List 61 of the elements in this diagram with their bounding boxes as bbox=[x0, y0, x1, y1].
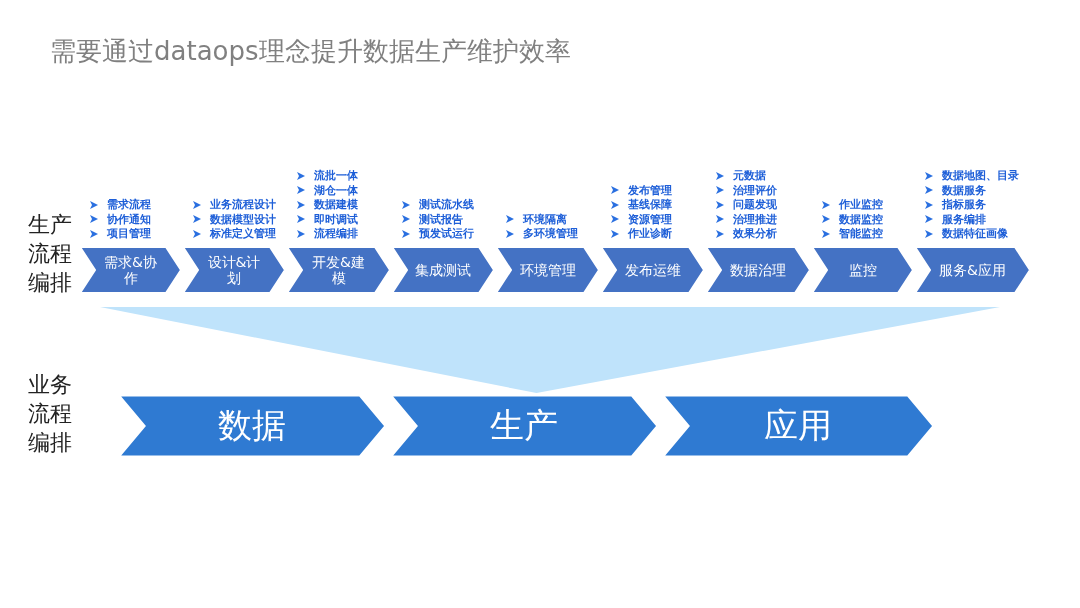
chevron-step bbox=[118, 395, 386, 457]
step-label: 集成测试 bbox=[414, 261, 472, 279]
step-label: 环境管理 bbox=[518, 261, 577, 279]
step-label: 监控 bbox=[847, 261, 878, 279]
bullet-text: 数据服务 bbox=[942, 182, 986, 198]
step-label: 需求&协作 bbox=[103, 253, 158, 287]
chevron-step bbox=[80, 247, 181, 293]
bullet-text: 治理评价 bbox=[733, 182, 777, 198]
bullet-text: 预发试运行 bbox=[419, 226, 474, 242]
bullet-text: 数据建模 bbox=[314, 197, 358, 213]
chevron-step bbox=[390, 395, 658, 457]
bullet-text: 作业诊断 bbox=[628, 226, 672, 242]
bullet-text: 作业监控 bbox=[839, 197, 883, 213]
bullet-text: 指标服务 bbox=[942, 197, 986, 213]
bullet-text: 治理推进 bbox=[733, 211, 777, 227]
step-label: 数据治理 bbox=[729, 261, 787, 279]
bullet-text: 数据监控 bbox=[839, 211, 883, 227]
bullet-text: 协作通知 bbox=[107, 211, 151, 227]
chevron-step bbox=[392, 247, 494, 293]
bullet-text: 效果分析 bbox=[733, 226, 777, 242]
bullet-text: 基线保障 bbox=[628, 197, 672, 213]
bullet-text: 数据特征画像 bbox=[942, 226, 1008, 242]
bullet-text: 多环境管理 bbox=[523, 226, 578, 242]
funnel-shape bbox=[100, 307, 1000, 393]
bullet-text: 测试流水线 bbox=[419, 197, 474, 213]
bullet-text: 数据地图、目录 bbox=[942, 168, 1019, 184]
bullet-text: 即时调试 bbox=[314, 211, 358, 227]
chevron-step bbox=[601, 247, 704, 293]
chevron-step bbox=[915, 247, 1030, 293]
bullet-text: 项目管理 bbox=[107, 226, 151, 242]
step-label: 生产 bbox=[490, 406, 558, 446]
bullet-text: 智能监控 bbox=[839, 226, 883, 242]
bullet-text: 元数据 bbox=[733, 168, 766, 184]
bullet-text: 标准定义管理 bbox=[210, 226, 276, 242]
bullet-text: 湖仓一体 bbox=[314, 182, 358, 198]
chevron-step bbox=[287, 247, 390, 293]
step-label: 发布运维 bbox=[623, 261, 682, 279]
bullet-text: 问题发现 bbox=[733, 197, 777, 213]
row-label: 业务流程编排 bbox=[28, 371, 73, 457]
bullet-text: 服务编排 bbox=[942, 211, 986, 227]
chevron-step bbox=[706, 247, 810, 293]
chevron-step bbox=[662, 395, 934, 457]
bullet-text: 流批一体 bbox=[314, 168, 358, 184]
bullet-text: 需求流程 bbox=[107, 197, 151, 213]
step-label: 开发&建模 bbox=[311, 253, 366, 287]
chevron-step bbox=[183, 247, 285, 293]
bullet-text: 流程编排 bbox=[314, 226, 358, 242]
bullet-text: 资源管理 bbox=[628, 211, 672, 227]
chevron-step bbox=[496, 247, 599, 293]
title: 需要通过dataops理念提升数据生产维护效率 bbox=[50, 35, 571, 68]
bullet-text: 测试报告 bbox=[419, 211, 463, 227]
step-label: 数据 bbox=[218, 406, 286, 446]
step-label: 设计&计划 bbox=[206, 253, 262, 287]
bullet-text: 发布管理 bbox=[628, 182, 672, 198]
row-label: 生产流程编排 bbox=[28, 211, 73, 297]
step-label: 应用 bbox=[764, 406, 832, 446]
bullet-text: 环境隔离 bbox=[523, 211, 567, 227]
bullet-text: 业务流程设计 bbox=[210, 197, 276, 213]
chevron-step bbox=[812, 247, 913, 293]
bullet-text: 数据模型设计 bbox=[210, 211, 276, 227]
step-label: 服务&应用 bbox=[938, 261, 1007, 279]
